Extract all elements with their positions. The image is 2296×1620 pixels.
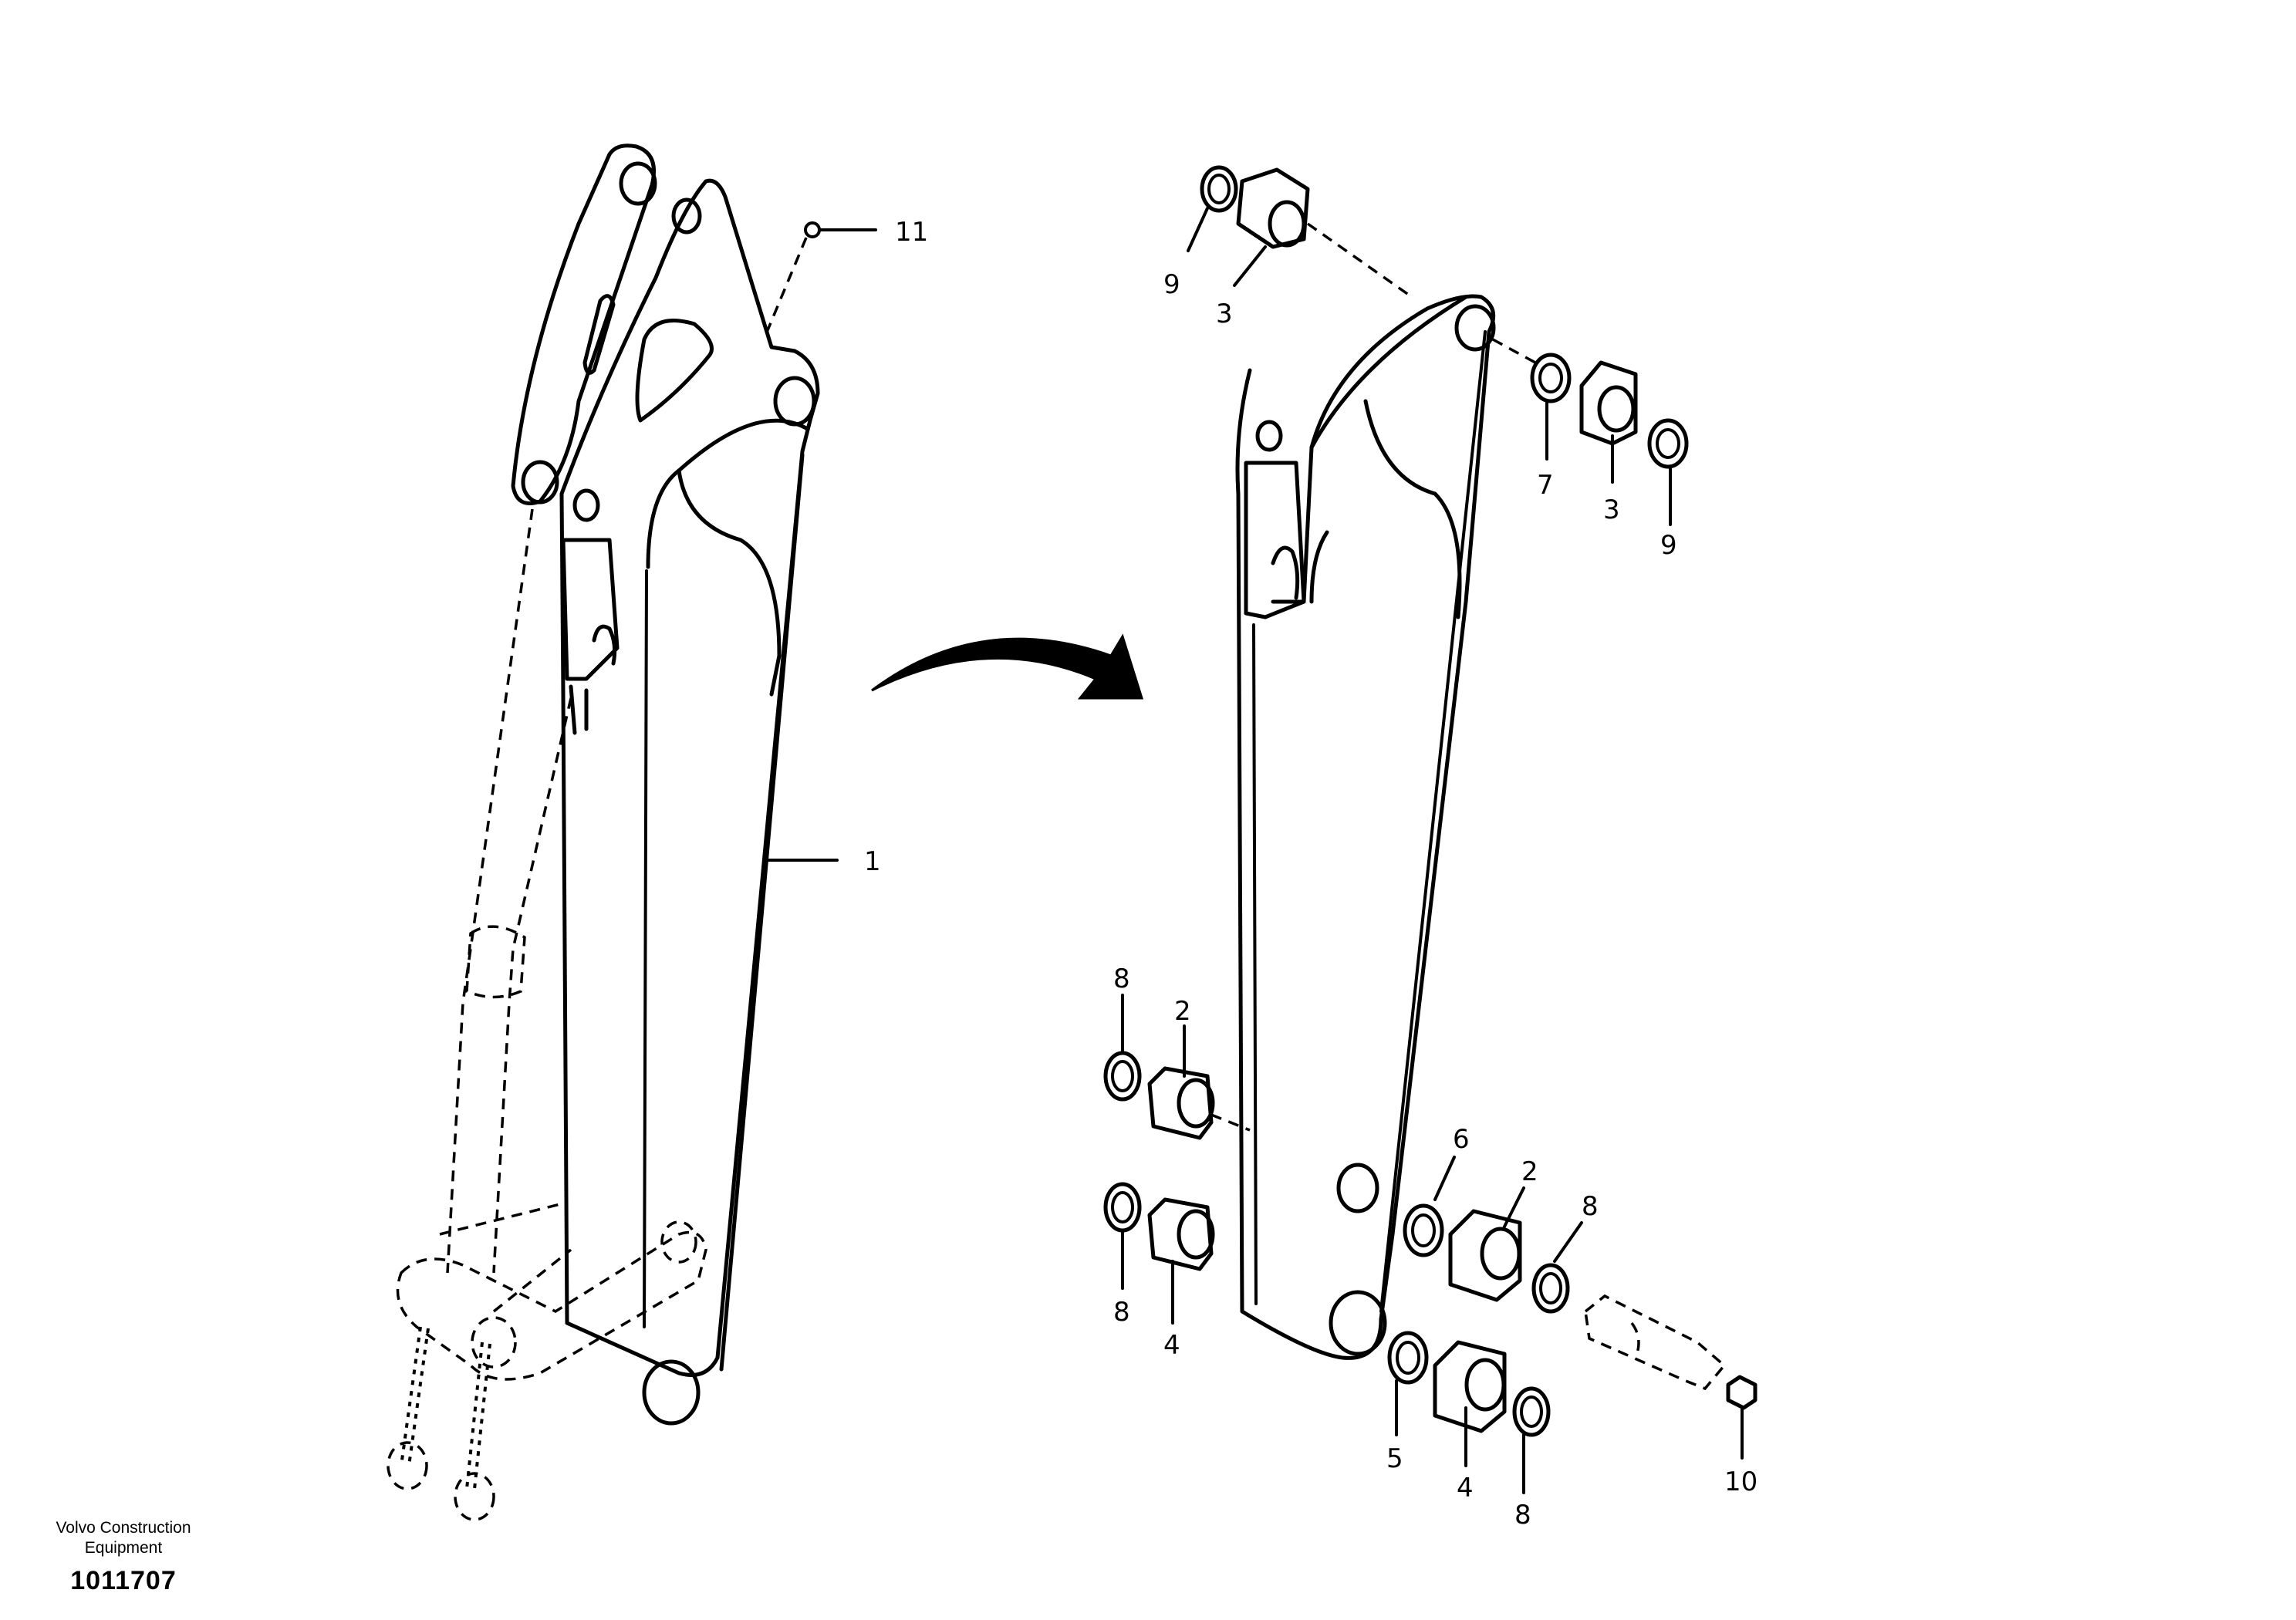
diagram-code: 1011707 bbox=[70, 1566, 177, 1595]
callout-8-lower-left: 8 bbox=[1113, 1297, 1130, 1328]
callout-7: 7 bbox=[1537, 470, 1554, 501]
callout-9-top: 9 bbox=[1163, 269, 1180, 300]
callout-2-left: 2 bbox=[1174, 996, 1191, 1027]
callout-10: 10 bbox=[1724, 1466, 1757, 1497]
arm-assembled bbox=[387, 143, 877, 1521]
arm-exploded bbox=[1103, 165, 1757, 1494]
callout-11: 11 bbox=[895, 217, 928, 248]
callout-1: 1 bbox=[864, 846, 881, 877]
brand-label: Volvo Construction Equipment bbox=[56, 1519, 191, 1557]
callout-5: 5 bbox=[1386, 1443, 1403, 1474]
callout-8-upper-left: 8 bbox=[1113, 964, 1130, 994]
callout-3-right: 3 bbox=[1603, 494, 1620, 525]
callout-8-bottom: 8 bbox=[1514, 1500, 1531, 1531]
callout-4-left: 4 bbox=[1163, 1330, 1180, 1361]
callout-2-right: 2 bbox=[1521, 1156, 1538, 1187]
callout-4-right: 4 bbox=[1457, 1473, 1474, 1504]
callout-9-right: 9 bbox=[1660, 530, 1677, 561]
direction-arrow bbox=[871, 633, 1144, 700]
callout-3-top: 3 bbox=[1216, 299, 1233, 329]
callout-6: 6 bbox=[1453, 1124, 1470, 1155]
callout-8-right: 8 bbox=[1582, 1191, 1599, 1222]
